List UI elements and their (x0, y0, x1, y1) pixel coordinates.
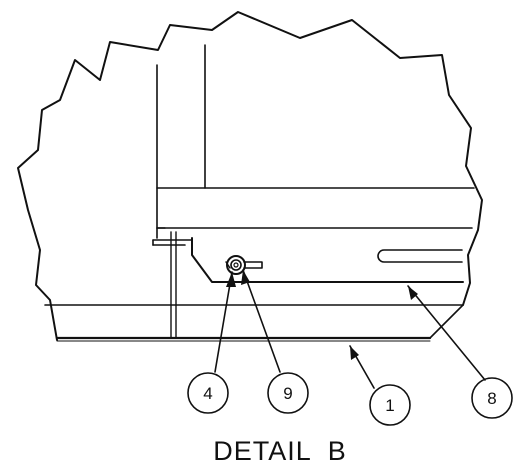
leader-8 (407, 285, 486, 381)
slotted-plate-outline (191, 237, 464, 283)
callout-1-label: 1 (385, 396, 394, 415)
callout-9: 9 (267, 372, 309, 414)
callout-1: 1 (369, 384, 411, 426)
plate-slot (377, 249, 463, 263)
base-right-edge (429, 304, 464, 339)
wing-nut (225, 255, 263, 275)
leader-1 (349, 345, 375, 389)
callout-8: 8 (471, 377, 513, 419)
callout-4-label: 4 (203, 384, 212, 403)
callout-4: 4 (187, 372, 229, 414)
callout-9-label: 9 (283, 384, 292, 403)
leader-9 (241, 269, 281, 373)
detail-title: DETAIL B (213, 436, 347, 466)
leader-4 (214, 271, 236, 373)
callout-8-label: 8 (487, 389, 496, 408)
break-outline (17, 11, 483, 341)
